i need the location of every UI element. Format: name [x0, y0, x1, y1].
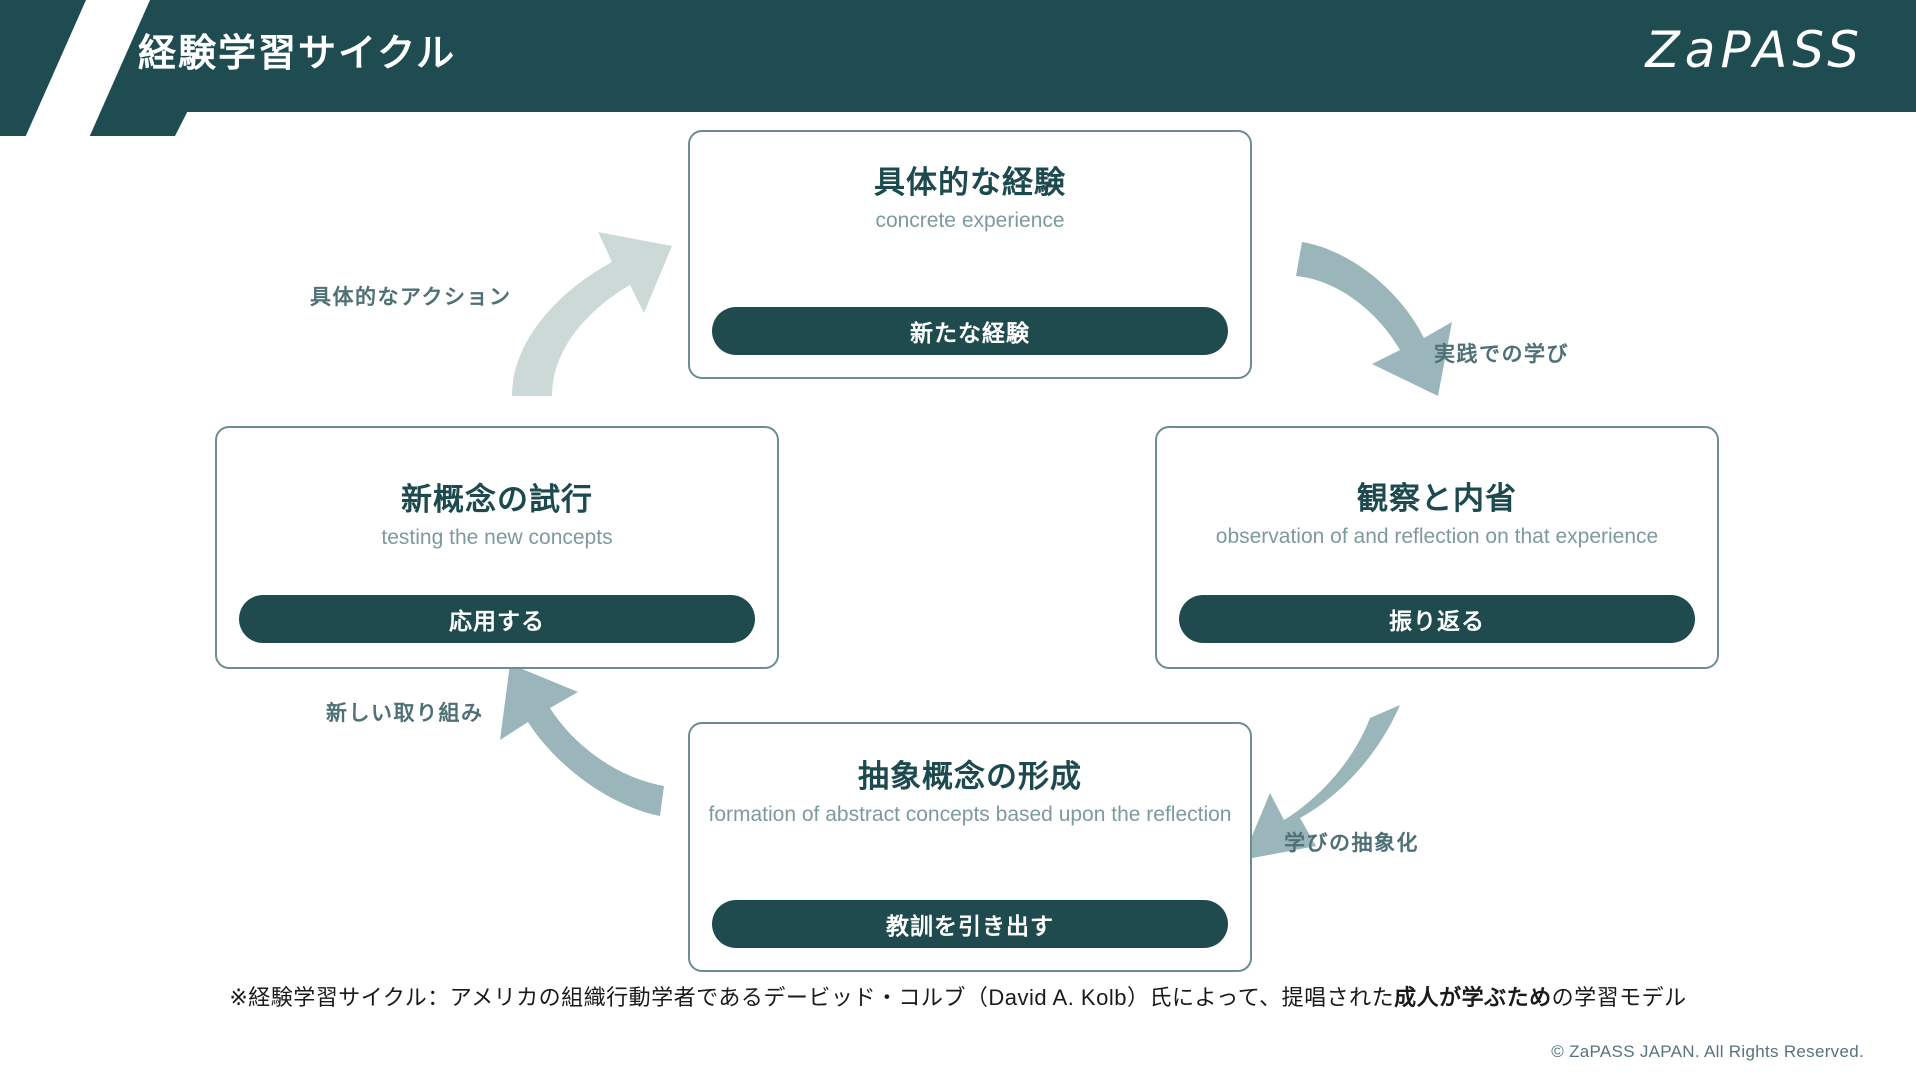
card-action-button[interactable]: 新たな経験 — [712, 307, 1228, 355]
slide-header: 経験学習サイクル ZaPASS — [0, 0, 1916, 140]
card-header: 抽象概念の形成 formation of abstract concepts b… — [690, 724, 1250, 828]
footnote-post: の学習モデル — [1551, 985, 1687, 1010]
card-subtitle: formation of abstract concepts based upo… — [708, 802, 1232, 826]
copyright-notice: © ZaPASS JAPAN. All Rights Reserved. — [1551, 1042, 1864, 1061]
cycle-card-observation-reflection[interactable]: 観察と内省 observation of and reflection on t… — [1155, 426, 1719, 669]
arrow-label-new-attempt: 新しい取り組み — [326, 702, 484, 725]
card-action-button[interactable]: 教訓を引き出す — [712, 900, 1228, 948]
page-title: 経験学習サイクル — [138, 33, 457, 75]
card-action-button[interactable]: 応用する — [239, 595, 755, 643]
arrow-label-abstraction: 学びの抽象化 — [1284, 832, 1419, 855]
arrow-concrete-action — [512, 232, 672, 396]
card-header: 新概念の試行 testing the new concepts — [217, 428, 777, 551]
footnote: ※経験学習サイクル：アメリカの組織行動学者であるデービッド・コルブ（David … — [0, 984, 1916, 1013]
cycle-card-concrete-experience[interactable]: 具体的な経験 concrete experience 新たな経験 — [688, 130, 1252, 379]
footnote-pre: ※経験学習サイクル：アメリカの組織行動学者であるデービッド・コルブ（David … — [229, 985, 1395, 1010]
arrow-new-attempt — [500, 664, 664, 816]
card-title: 具体的な経験 — [874, 165, 1066, 200]
card-title: 抽象概念の形成 — [858, 759, 1082, 794]
card-title: 観察と内省 — [1357, 481, 1517, 516]
cycle-card-abstract-concepts[interactable]: 抽象概念の形成 formation of abstract concepts b… — [688, 722, 1252, 972]
arrow-label-concrete-action: 具体的なアクション — [310, 286, 512, 309]
card-subtitle: concrete experience — [875, 208, 1065, 232]
footnote-emphasis: 成人が学ぶため — [1394, 985, 1552, 1010]
card-title: 新概念の試行 — [401, 482, 593, 517]
brand-logo: ZaPASS — [1645, 21, 1864, 79]
card-subtitle: testing the new concepts — [381, 525, 613, 549]
arrow-label-practice-learning: 実践での学び — [1434, 343, 1569, 366]
cycle-card-testing-new-concepts[interactable]: 新概念の試行 testing the new concepts 応用する — [215, 426, 779, 669]
header-bar — [0, 0, 1916, 112]
card-action-button[interactable]: 振り返る — [1179, 595, 1695, 643]
card-header: 具体的な経験 concrete experience — [690, 132, 1250, 234]
card-header: 観察と内省 observation of and reflection on t… — [1157, 428, 1717, 550]
arrow-practice-learning — [1296, 242, 1452, 396]
card-subtitle: observation of and reflection on that ex… — [1215, 524, 1659, 548]
